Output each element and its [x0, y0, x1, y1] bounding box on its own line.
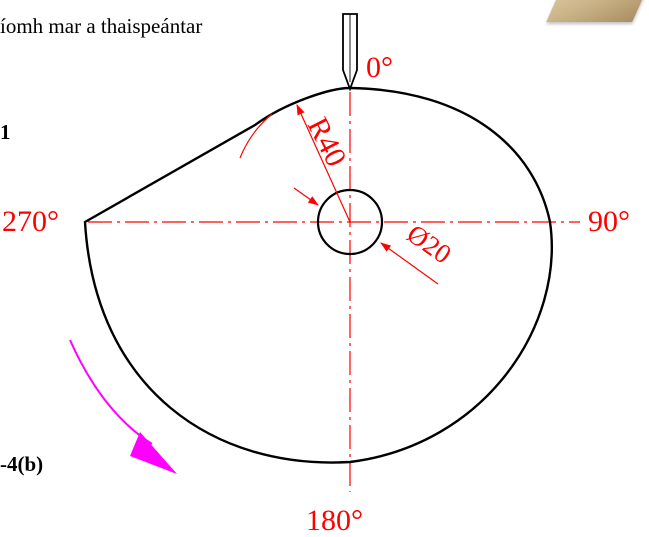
top-caption: íomh mar a thaispeántar: [0, 14, 203, 38]
radius-dimension-line: [296, 104, 351, 223]
rotation-arrow-head: [130, 432, 177, 474]
angle-label-left: 270°: [2, 205, 59, 238]
shaft-bore-circle: [316, 188, 384, 256]
angle-label-bottom: 180°: [306, 504, 363, 537]
diameter-leader-lower: [380, 242, 439, 285]
angle-label-top: 0°: [366, 51, 393, 84]
radius-label: R40: [301, 112, 353, 172]
radius-arc: [239, 113, 273, 159]
diameter-leader-upper: [293, 187, 319, 206]
rotation-arrow-shaft: [69, 339, 153, 445]
diameter-label: Ø20: [402, 218, 457, 269]
angle-label-right: 90°: [588, 205, 630, 238]
figure-label-2: -4(b): [0, 452, 44, 476]
figure-label-1: 1: [0, 120, 11, 144]
